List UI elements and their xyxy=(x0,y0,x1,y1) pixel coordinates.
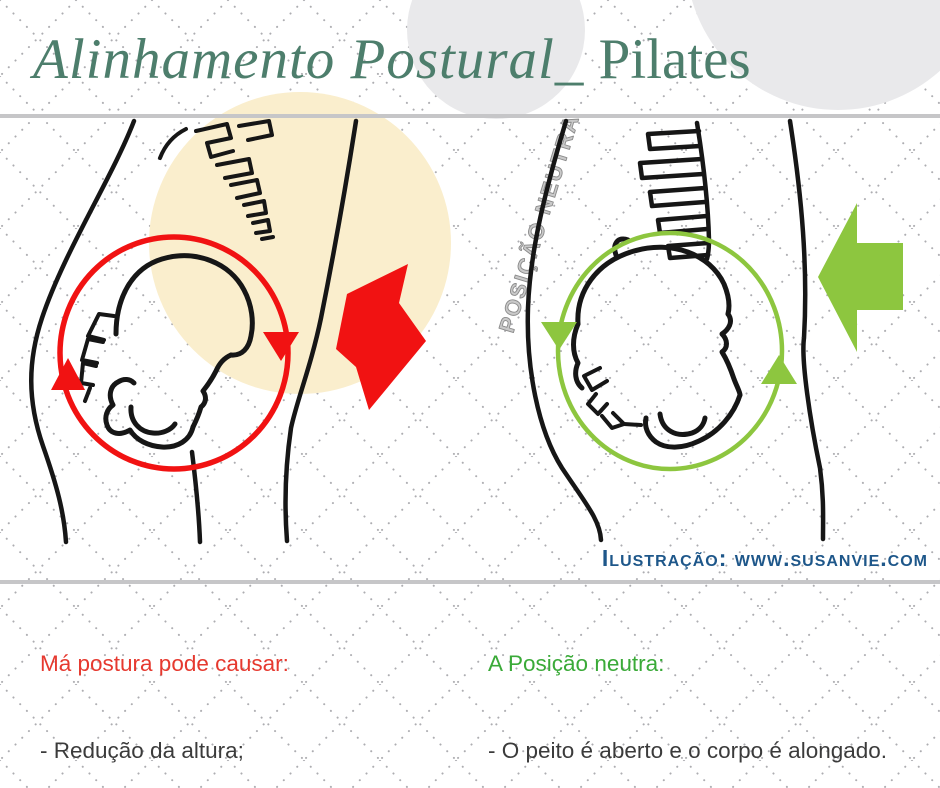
neutral-position-notes: A Posição neutra: - O peito é aberto e o… xyxy=(488,591,933,788)
red-arrowhead-up-icon xyxy=(51,358,85,390)
left-body-front-outline xyxy=(283,118,359,544)
right-body-front-outline xyxy=(787,118,826,542)
left-inner-leg-line xyxy=(189,449,203,545)
big-green-arrow-icon xyxy=(818,203,903,352)
left-figure-bad-posture xyxy=(29,118,426,545)
green-arrowhead-down-icon xyxy=(541,322,577,350)
big-red-arrow-icon xyxy=(336,264,426,410)
bad-posture-heading: Má postura pode causar: xyxy=(40,651,289,676)
red-rotation-circle xyxy=(57,234,291,472)
title-italic-part: Alinhamento Postural_ xyxy=(33,28,585,91)
left-body-back-outline xyxy=(29,118,137,545)
red-rotation-annotation xyxy=(51,234,426,472)
right-spine-sketch xyxy=(637,120,712,262)
cream-circle xyxy=(149,92,451,394)
neutral-position-line: - O peito é aberto e o corpo é alongado. xyxy=(488,738,888,763)
green-rotation-circle xyxy=(555,230,785,472)
attribution-credit: Ilustração: www.susanvie.com xyxy=(601,545,928,571)
left-spine-sketch xyxy=(158,119,275,241)
bad-posture-notes: Má postura pode causar: - Redução da alt… xyxy=(40,591,480,788)
left-sacrum-sketch xyxy=(79,312,116,403)
neutral-position-label: POSIÇÃO NEUTRA xyxy=(494,111,584,336)
neutral-position-heading: A Posição neutra: xyxy=(488,651,665,676)
bad-posture-line: - Redução da altura; xyxy=(40,738,244,763)
left-pelvis-sketch xyxy=(103,253,255,450)
right-figure-neutral: POSIÇÃO NEUTRA xyxy=(493,110,903,543)
title-regular-part: Pilates xyxy=(584,28,751,91)
green-arrowhead-up-icon xyxy=(761,355,797,384)
header-divider xyxy=(0,114,940,118)
right-body-back-outline xyxy=(525,118,604,543)
right-pelvis-sketch xyxy=(571,236,743,450)
green-rotation-annotation xyxy=(541,203,903,472)
red-arrowhead-down-icon xyxy=(263,332,299,361)
right-sacrum-sketch xyxy=(582,366,643,430)
footer-divider xyxy=(0,580,940,584)
page-title: Alinhamento Postural_ Pilates xyxy=(33,24,751,95)
